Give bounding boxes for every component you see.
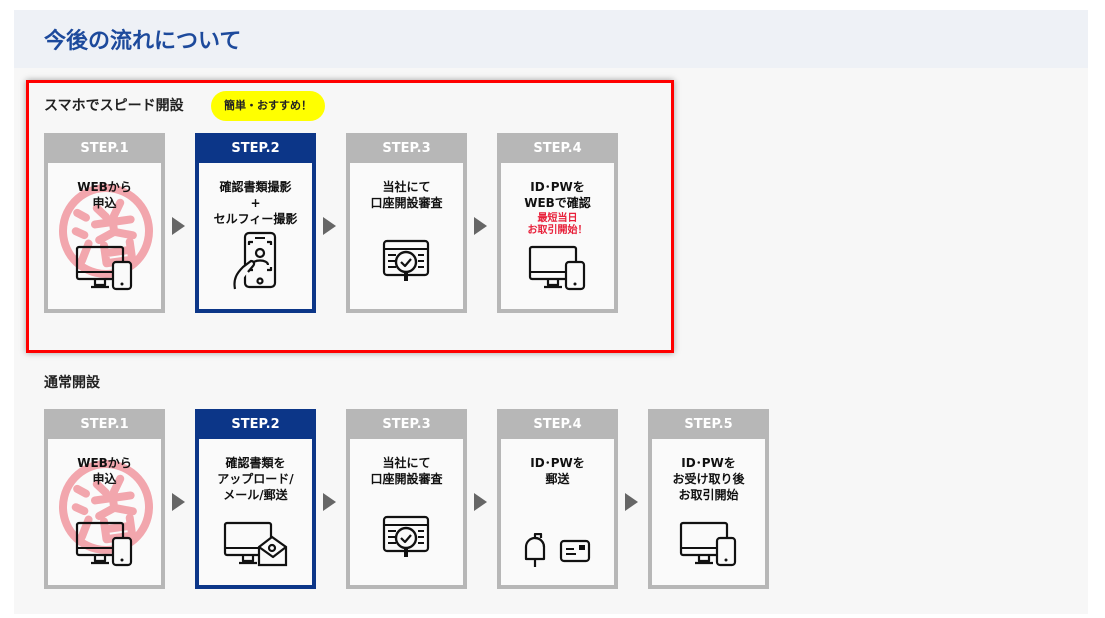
step-label: STEP.2 bbox=[195, 409, 316, 439]
step-label: STEP.4 bbox=[497, 409, 618, 439]
step-label: STEP.4 bbox=[497, 133, 618, 163]
step-text: 確認書類を アップロード/ メール/郵送 bbox=[217, 456, 294, 502]
step-text: WEBから 申込 bbox=[77, 456, 132, 486]
arrow-right-icon bbox=[323, 493, 336, 511]
page-title: 今後の流れについて bbox=[44, 29, 242, 54]
step-note: 最短当日 お取引開始！ bbox=[527, 213, 588, 236]
arrow-right-icon bbox=[625, 493, 638, 511]
mailbox-card-icon bbox=[501, 533, 614, 567]
step-label: STEP.3 bbox=[346, 409, 467, 439]
step-label: STEP.3 bbox=[346, 133, 467, 163]
highlight-frame bbox=[26, 80, 674, 353]
monitor-mail-icon bbox=[199, 521, 312, 567]
normal-section-title: 通常開設 bbox=[44, 375, 100, 391]
step-text: ID･PWを WEBで確認 bbox=[524, 180, 591, 210]
step-text: ID･PWを 郵送 bbox=[530, 456, 585, 486]
arrow-right-icon bbox=[474, 217, 487, 235]
step-text: 当社にて 口座開設審査 bbox=[370, 180, 443, 210]
step-text: 確認書類撮影 + セルフィー撮影 bbox=[213, 180, 298, 226]
step-card-2: STEP.2 確認書類撮影 + セルフィー撮影 bbox=[195, 133, 336, 313]
step-label: STEP.1 bbox=[44, 133, 165, 163]
step-label: STEP.5 bbox=[648, 409, 769, 439]
arrow-right-icon bbox=[172, 493, 185, 511]
recommended-badge: 簡単・おすすめ！ bbox=[211, 91, 325, 121]
monitor-phone-icon bbox=[48, 245, 161, 291]
arrow-right-icon bbox=[172, 217, 185, 235]
monitor-phone-icon bbox=[501, 245, 614, 291]
speed-section-title: スマホでスピード開設 bbox=[44, 98, 184, 114]
phone-selfie-icon bbox=[199, 231, 312, 291]
review-icon bbox=[350, 515, 463, 567]
monitor-phone-icon bbox=[652, 521, 765, 567]
step-text: ID･PWを お受け取り後 お取引開始 bbox=[672, 456, 745, 502]
review-icon bbox=[350, 239, 463, 291]
arrow-right-icon bbox=[323, 217, 336, 235]
step-label: STEP.1 bbox=[44, 409, 165, 439]
step-card-2: STEP.2 確認書類を アップロード/ メール/郵送 bbox=[195, 409, 336, 589]
step-card-3: STEP.3 当社にて 口座開設審査 bbox=[346, 409, 487, 589]
step-text: 当社にて 口座開設審査 bbox=[370, 456, 443, 486]
page-header: 今後の流れについて bbox=[14, 10, 1088, 68]
monitor-phone-icon bbox=[48, 521, 161, 567]
step-text: WEBから 申込 bbox=[77, 180, 132, 210]
step-label: STEP.2 bbox=[195, 133, 316, 163]
arrow-right-icon bbox=[474, 493, 487, 511]
step-card-3: STEP.3 当社にて 口座開設審査 bbox=[346, 133, 487, 313]
